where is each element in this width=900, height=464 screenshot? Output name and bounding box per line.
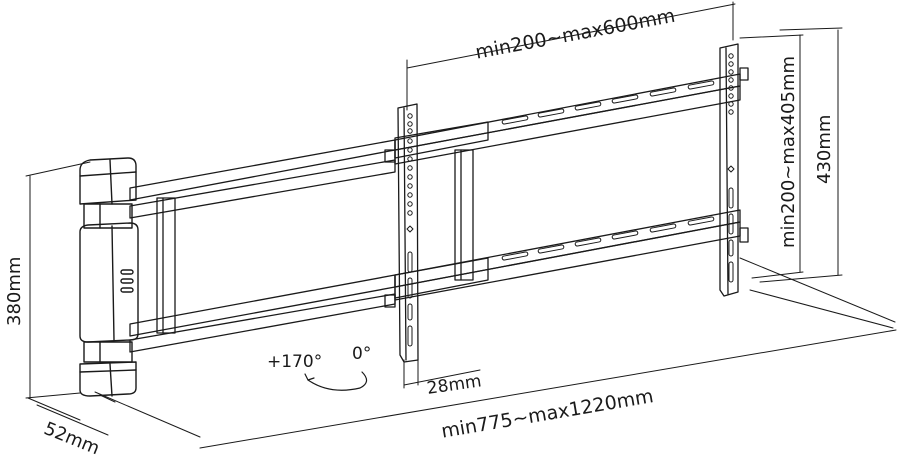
extension-arms — [129, 139, 474, 353]
dimension-lines — [25, 1, 897, 449]
bracket-height-label: 430mm — [814, 114, 835, 184]
swivel-max-label: +170° — [267, 352, 323, 372]
left-vesa-bracket — [384, 103, 419, 363]
vesa-rails — [394, 73, 741, 301]
vesa-height-label: min200~max405mm — [778, 55, 799, 248]
wall-plate — [79, 157, 139, 397]
wall-plate-height-label: 380mm — [4, 256, 25, 326]
swivel-arrow-icon — [304, 371, 368, 391]
swivel-min-label: 0° — [352, 344, 372, 364]
right-vesa-bracket — [719, 43, 749, 297]
